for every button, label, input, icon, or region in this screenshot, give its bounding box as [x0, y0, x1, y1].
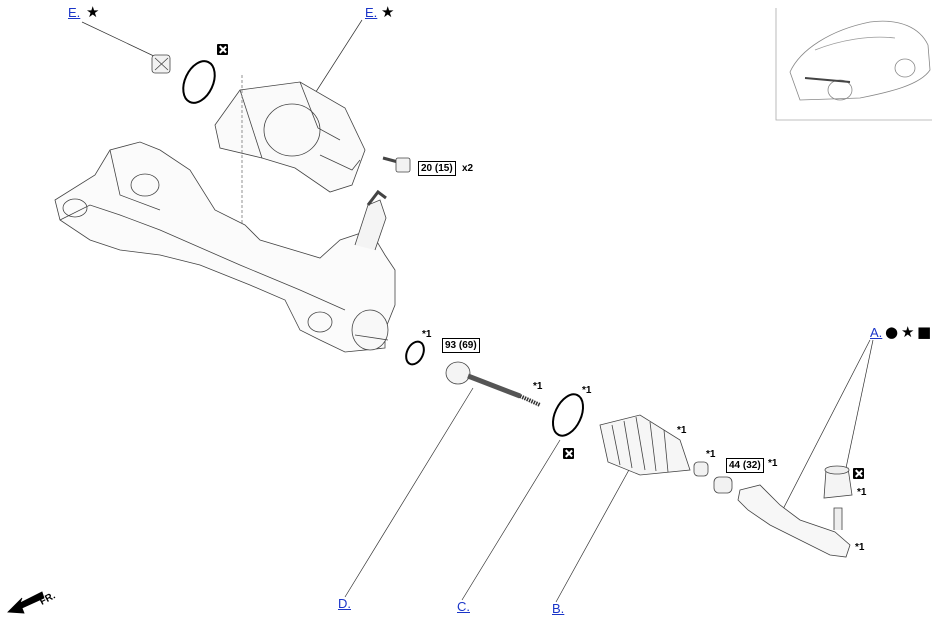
square-symbol: ■	[917, 323, 932, 341]
ref-link-e-coupling[interactable]: E.	[68, 5, 81, 20]
inner-tie-rod	[445, 361, 541, 407]
note-marker: *1	[533, 381, 543, 392]
no-reuse-icon	[217, 44, 228, 55]
note-marker: *1	[857, 487, 867, 498]
power-steering-motor	[214, 75, 366, 230]
note-marker: *1	[422, 329, 432, 340]
steering-gear-housing	[54, 141, 396, 353]
no-reuse-icon	[563, 448, 574, 459]
bolt-quantity: x2	[462, 163, 474, 174]
star-symbol: ★	[901, 323, 915, 341]
torque-spec-motor-bolt: 20 (15)	[418, 161, 456, 176]
ref-link-b-boot[interactable]: B.	[552, 601, 565, 616]
note-marker: *1	[677, 425, 687, 436]
lock-nut	[713, 476, 733, 494]
note-marker: *1	[768, 458, 778, 469]
torque-spec-inner-rod: 93 (69)	[442, 338, 480, 353]
ref-link-c-clamp[interactable]: C.	[457, 599, 470, 614]
star-symbol: ★	[381, 3, 395, 21]
rack-boot	[599, 414, 691, 476]
front-arrow-icon	[7, 591, 45, 614]
torque-spec-tie-rod-nut: 44 (32)	[726, 458, 764, 473]
ref-link-a-tie-rod-end[interactable]: A.	[870, 325, 883, 340]
ref-link-d-inner-tie-rod[interactable]: D.	[338, 596, 351, 611]
leader-lines	[81, 19, 874, 603]
coupling-part	[151, 54, 171, 74]
o-ring-upper	[182, 60, 216, 104]
o-ring-lower	[405, 340, 425, 366]
note-marker: *1	[706, 449, 716, 460]
no-reuse-icon	[853, 468, 864, 479]
tie-rod-end	[737, 484, 851, 558]
boot-clamp	[551, 393, 585, 437]
ref-link-e-motor[interactable]: E.	[365, 5, 378, 20]
motor-bolt	[382, 156, 411, 173]
star-symbol: ★	[86, 3, 100, 21]
boot-clip	[693, 461, 709, 477]
vehicle-location-inset	[775, 8, 932, 121]
dust-cover	[823, 465, 853, 499]
circle-symbol: ●	[885, 323, 899, 341]
note-marker: *1	[855, 542, 865, 553]
note-marker: *1	[582, 385, 592, 396]
